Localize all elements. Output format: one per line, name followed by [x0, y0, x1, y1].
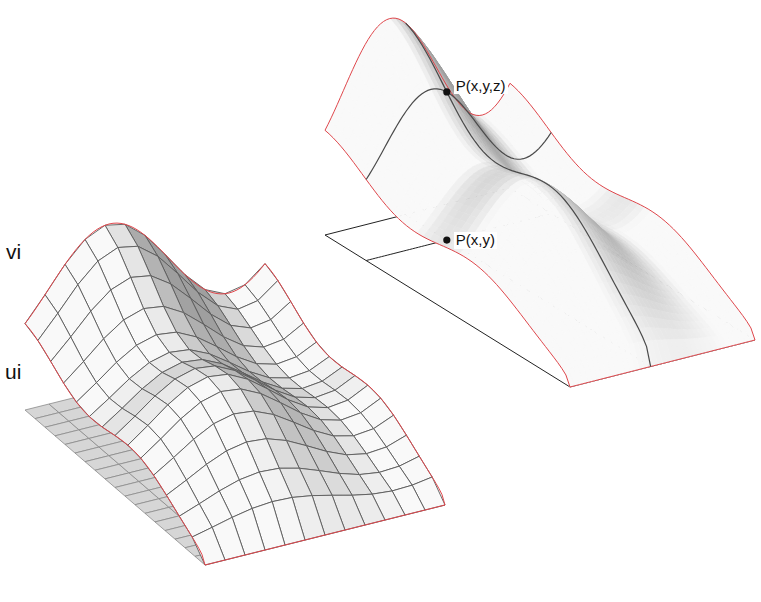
surface-edge [325, 18, 755, 387]
point-dot [443, 88, 450, 95]
point-label: P(x,y) [454, 232, 497, 249]
point-label: P(x,y,z) [454, 78, 508, 95]
iso-curve [406, 23, 651, 366]
point-dot [443, 236, 450, 243]
base-plane [325, 188, 755, 387]
iso-curve [366, 89, 551, 180]
base-grid [25, 350, 445, 565]
surface [25, 223, 445, 565]
axis-label: vi [4, 240, 23, 263]
base-outline [325, 188, 755, 387]
surface-edge [25, 223, 445, 565]
iso-curve [406, 215, 651, 367]
points [443, 88, 450, 243]
surface [325, 18, 755, 387]
axis-label: ui [3, 360, 23, 383]
